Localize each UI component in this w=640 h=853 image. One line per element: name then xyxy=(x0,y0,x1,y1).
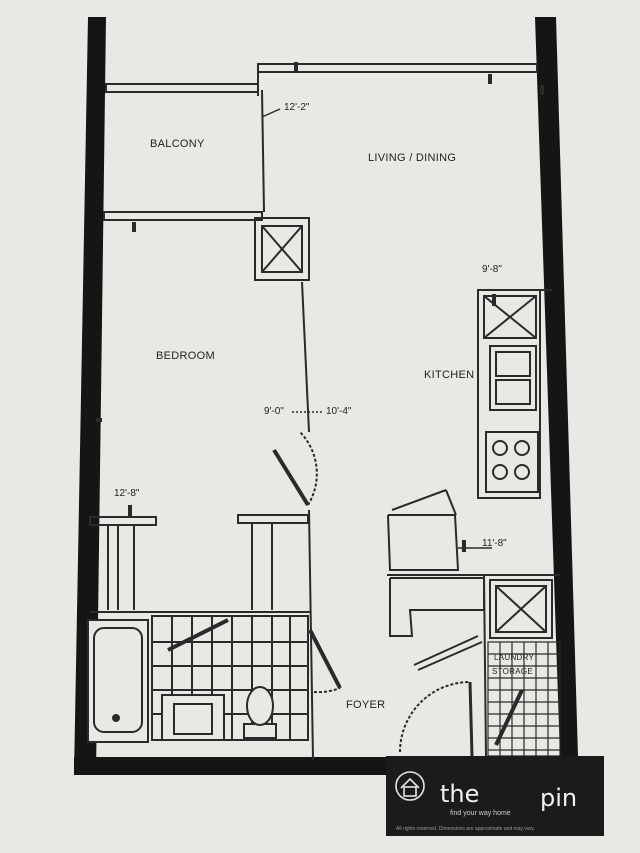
burner-2 xyxy=(514,440,530,456)
dim-tick-8 xyxy=(540,85,544,95)
toilet xyxy=(243,686,277,739)
room-label-kitchen: KITCHEN xyxy=(424,369,474,381)
closet-shelf-left xyxy=(89,516,157,526)
dim-tick-7 xyxy=(462,540,466,552)
entry-door-leaf xyxy=(468,681,474,757)
column-box xyxy=(254,217,310,281)
entry-door xyxy=(399,681,474,757)
cooktop-burners xyxy=(492,440,530,480)
brand-tagline: find your way home xyxy=(450,810,511,817)
sink-bowl-a xyxy=(495,351,531,377)
vanity xyxy=(161,694,225,741)
house-logo-ring xyxy=(395,771,425,801)
brand-fine-print: All rights reserved. Dimensions are appr… xyxy=(396,826,535,832)
dim-tick-6 xyxy=(128,505,132,517)
structural-column xyxy=(254,217,310,281)
burner-4 xyxy=(514,464,530,480)
house-logo-icon xyxy=(395,771,425,801)
dim-tick-1 xyxy=(294,62,298,72)
bedroom-closet xyxy=(89,514,309,610)
foyer-closet-door-swing xyxy=(313,687,341,694)
dim-tick-4 xyxy=(492,294,496,306)
island-outline xyxy=(387,514,460,571)
bathroom-door-leaf xyxy=(167,618,229,652)
room-label-foyer: FOYER xyxy=(346,699,385,711)
brand-banner-background xyxy=(386,756,604,836)
bedroom-door-leaf xyxy=(272,448,310,507)
burner-1 xyxy=(492,440,508,456)
house-logo-body xyxy=(403,786,417,797)
dim-tick-3 xyxy=(132,222,136,232)
foyer-closet-door-leaf xyxy=(308,629,342,689)
fridge-cross-b xyxy=(483,295,537,339)
balcony-east-wall xyxy=(261,89,265,213)
island-door-edge xyxy=(445,489,457,516)
sink-bowl-b xyxy=(495,379,531,405)
closet-door-leaf-2 xyxy=(417,641,483,671)
bathtub-inner xyxy=(93,627,143,733)
balcony-enclosure xyxy=(103,63,538,221)
dim-bedroom-right: 10'-4" xyxy=(326,406,352,417)
room-label-storage: STORAGE xyxy=(492,667,533,676)
bedroom-east-wall xyxy=(301,281,310,433)
dimension-markers xyxy=(96,62,544,552)
balcony-south-rail xyxy=(103,211,263,221)
west-exterior-wall xyxy=(74,17,106,775)
room-label-bedroom: BEDROOM xyxy=(156,350,215,362)
washer-inner xyxy=(495,585,547,633)
dim-bedroom-left: 9'-0" xyxy=(264,406,284,417)
island-door-leaf xyxy=(391,489,447,511)
laundry-floor-tiles xyxy=(487,641,561,757)
kitchen-island xyxy=(387,489,485,671)
dim-tick-5 xyxy=(96,418,102,422)
brand-name-right: pin xyxy=(540,784,577,812)
bathtub-drain xyxy=(112,714,120,722)
toilet-tank xyxy=(243,723,277,739)
room-label-laundry: LAUNDRY xyxy=(494,653,535,662)
bathroom-floor-outline xyxy=(151,615,309,741)
living-dim-leader xyxy=(261,108,281,118)
counter-outline xyxy=(477,289,541,499)
fridge-box xyxy=(483,295,537,339)
washer-cross-b xyxy=(495,585,547,633)
dim-kitchen-top: 9'-8" xyxy=(482,264,502,275)
washer-box xyxy=(489,579,553,639)
toilet-bowl xyxy=(246,686,274,726)
brand-banner: the pin find your way home All rights re… xyxy=(386,756,604,836)
dim-tick-2 xyxy=(488,74,492,84)
burner-3 xyxy=(492,464,508,480)
column-inner xyxy=(261,225,303,273)
vanity-basin xyxy=(173,703,213,735)
interior-doors xyxy=(272,431,342,694)
closet-outline xyxy=(389,577,485,637)
kitchen-counter xyxy=(477,289,541,499)
room-label-living-dining: LIVING / DINING xyxy=(368,152,456,164)
house-logo-roof xyxy=(400,777,420,789)
column-cross-b xyxy=(261,225,303,273)
laundry-unit xyxy=(489,579,553,639)
entry-door-swing xyxy=(399,681,471,753)
closet-door-leaf xyxy=(413,635,479,666)
cooktop-box xyxy=(485,431,539,493)
laundry-door-leaf xyxy=(494,689,524,746)
room-label-balcony: BALCONY xyxy=(150,138,205,150)
east-exterior-wall xyxy=(535,17,578,756)
bathtub xyxy=(87,619,149,743)
sink-box xyxy=(489,345,537,411)
brand-name-left: the xyxy=(440,780,479,808)
dim-living-width: 12'-2" xyxy=(284,102,310,113)
dim-kitchen-lower: 11'-8" xyxy=(482,538,507,549)
dim-bath-width: 12'-8" xyxy=(114,488,140,499)
